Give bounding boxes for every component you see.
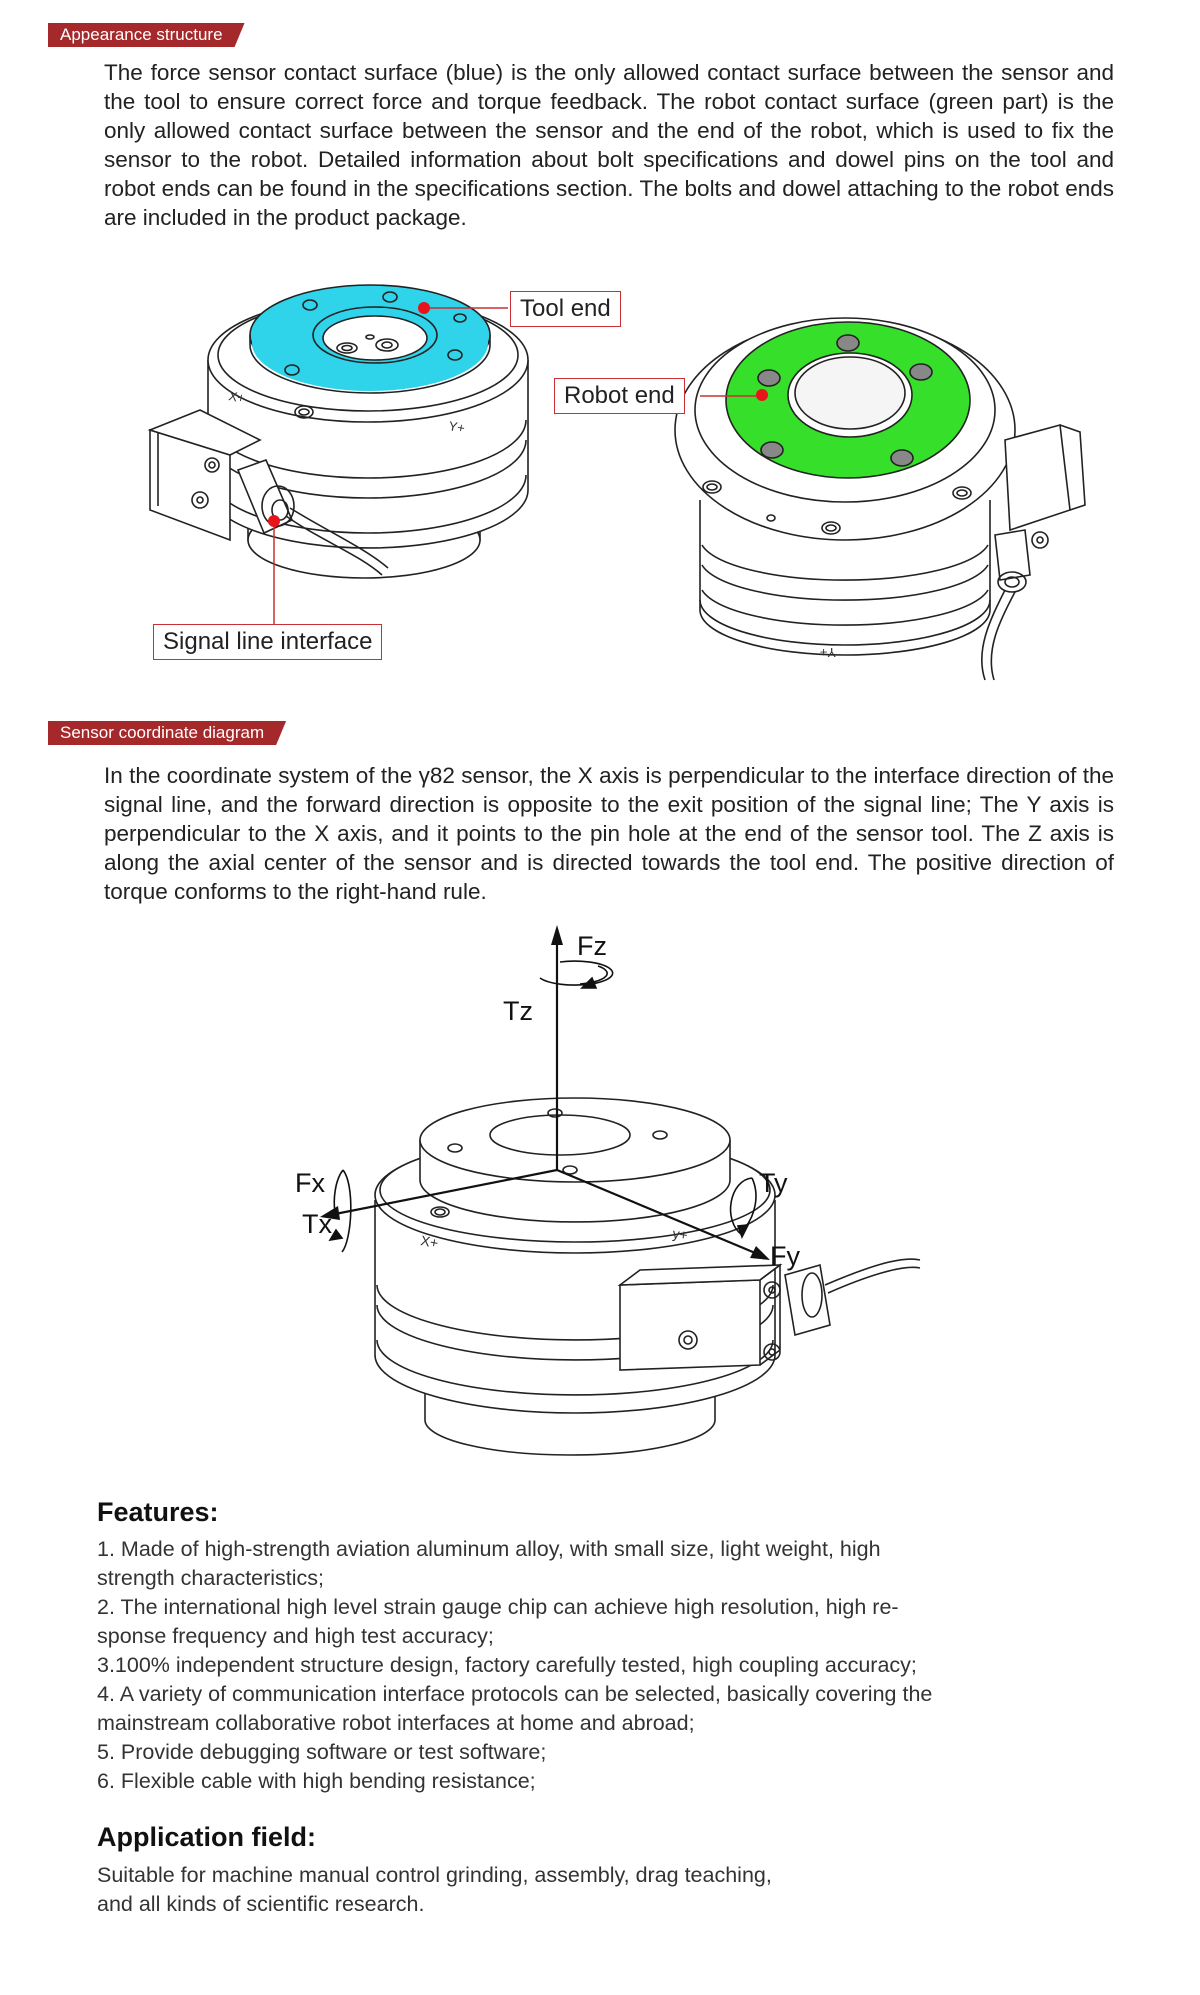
axis-label-ty: Ty: [759, 1168, 788, 1198]
engraving-y-plus-left: Y+: [447, 418, 466, 436]
engraving-y-plus-right: Y+: [820, 645, 836, 660]
features-heading: Features:: [97, 1497, 219, 1527]
axis-label-fz: Fz: [577, 931, 607, 961]
features-line: 4. A variety of communication interface …: [97, 1682, 933, 1706]
sensor-coordinate-view: [374, 1097, 921, 1456]
section-tag-appearance: Appearance structure: [48, 23, 245, 47]
axis-label-tz: Tz: [503, 996, 533, 1026]
callout-tool-end: Tool end: [510, 291, 621, 327]
signal-line-marker: [268, 515, 280, 527]
robot-end-marker: [756, 389, 768, 401]
features-line: sponse frequency and high test accuracy;: [97, 1624, 494, 1648]
features-line: mainstream collaborative robot interface…: [97, 1711, 695, 1735]
appearance-paragraph: The force sensor contact surface (blue) …: [104, 60, 1114, 230]
features-line: 1. Made of high-strength aviation alumin…: [97, 1537, 881, 1561]
engraving-y-plus-diagram: y+: [672, 1225, 689, 1243]
coordinate-paragraph: In the coordinate system of the γ82 sens…: [104, 763, 1114, 904]
tool-end-marker: [418, 302, 430, 314]
features-line: 5. Provide debugging software or test so…: [97, 1740, 547, 1764]
application-text: Suitable for machine manual control grin…: [97, 1861, 997, 1919]
sensor-robot-view: [674, 317, 1086, 681]
engraving-x-plus-left: X+: [227, 388, 246, 406]
application-line: Suitable for machine manual control grin…: [97, 1863, 772, 1887]
application-line: and all kinds of scientific research.: [97, 1892, 425, 1916]
callout-robot-end: Robot end: [554, 378, 685, 414]
torque-arcs: [328, 960, 757, 1253]
axis-label-tx: Tx: [302, 1209, 332, 1239]
features-line: strength characteristics;: [97, 1566, 325, 1590]
callout-signal-line: Signal line interface: [153, 624, 383, 660]
sensor-tool-view: [147, 284, 529, 579]
axis-label-fy: Fy: [770, 1241, 800, 1271]
features-line: 6. Flexible cable with high bending resi…: [97, 1769, 536, 1793]
features-line: 3.100% independent structure design, fac…: [97, 1653, 917, 1677]
coordinate-axes: [320, 925, 770, 1260]
features-list: 1. Made of high-strength aviation alumin…: [97, 1535, 997, 1796]
callout-leaders: [273, 307, 760, 625]
section-tag-coordinate: Sensor coordinate diagram: [48, 721, 286, 745]
application-heading: Application field:: [97, 1822, 316, 1852]
features-line: 2. The international high level strain g…: [97, 1595, 899, 1619]
axis-label-fx: Fx: [295, 1168, 325, 1198]
engraving-x-plus-diagram: X+: [419, 1232, 439, 1251]
